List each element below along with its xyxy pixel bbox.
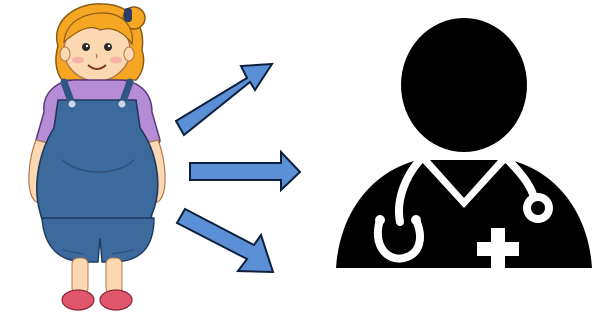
girl-figure [29, 4, 165, 310]
left-eye [82, 43, 90, 51]
right-leg [106, 258, 122, 294]
left-leg [72, 258, 88, 294]
hair-tie [124, 8, 132, 22]
right-shoe [100, 290, 132, 310]
arrow-right-icon [190, 152, 300, 190]
right-ear [124, 47, 134, 61]
doctor-head [401, 18, 527, 152]
doctor-icon [336, 18, 592, 270]
arrow-down-right-icon [177, 209, 273, 272]
left-ear [60, 47, 70, 61]
arrows-group [176, 64, 300, 272]
right-eye [104, 43, 112, 51]
arrow-up-right-icon [176, 64, 272, 135]
left-shoe [62, 290, 94, 310]
shorts [42, 218, 154, 262]
